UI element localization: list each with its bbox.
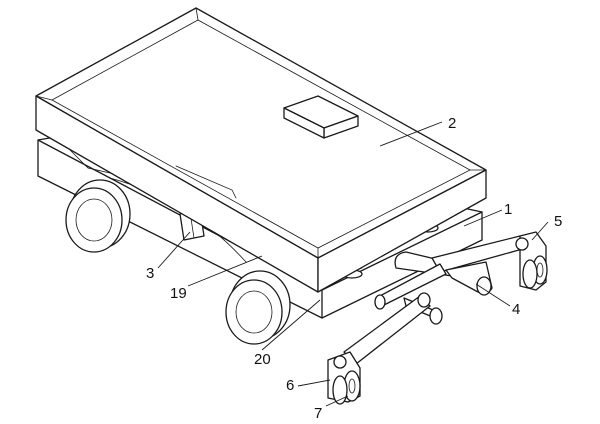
label-7: 7 [314,405,322,422]
caster-bracket-right [515,231,548,291]
label-6: 6 [286,377,294,394]
wheel-left [65,179,131,253]
label-20: 20 [254,351,271,368]
label-1: 1 [504,201,512,218]
label-19: 19 [170,285,187,302]
label-3: 3 [146,265,154,282]
label-5: 5 [554,213,562,230]
wheel-front [225,270,291,345]
label-4: 4 [512,301,520,318]
leader-lines [157,121,549,407]
right-arm [374,235,527,325]
caster-bracket-left [327,351,361,405]
label-2: 2 [448,115,456,132]
upper-tray [35,7,487,293]
